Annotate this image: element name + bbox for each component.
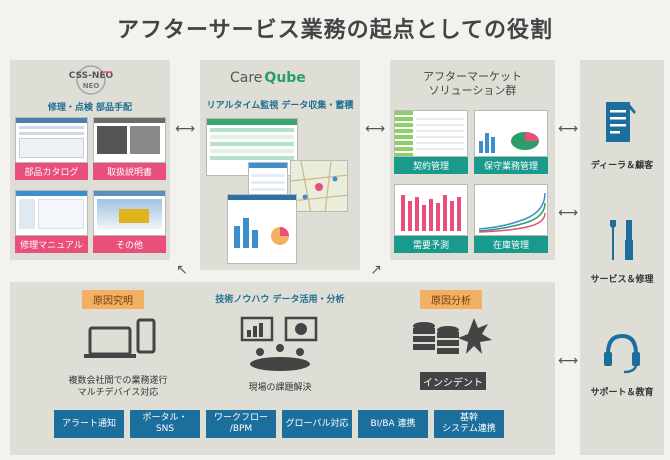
- core-system-integration-button[interactable]: 基幹 システム連携: [434, 410, 504, 438]
- forecast-screenshot: [394, 184, 468, 236]
- headset-icon: [602, 330, 642, 374]
- svg-text:NEO: NEO: [83, 82, 100, 90]
- maintenance-screenshot: [474, 110, 548, 157]
- multi-device-line2: マルチデバイス対応: [77, 388, 159, 398]
- btn-portal-line1: ポータル・: [142, 413, 188, 423]
- manual-screenshot: [93, 117, 166, 163]
- btn-workflow-line2: /BPM: [229, 424, 253, 434]
- contract-screenshot: [394, 110, 468, 157]
- onsite-solve-text: 現場の課題解決: [248, 383, 312, 393]
- center-panel-heading: リアルタイム監視 データ収集・蓄積: [206, 101, 354, 111]
- tile-repair-manual[interactable]: 修理マニュアル: [15, 236, 88, 253]
- page-title: アフターサービス業務の起点としての役割: [117, 18, 553, 43]
- bi-ba-integration-button[interactable]: BI/BA 連携: [358, 410, 428, 438]
- side-label-dealer-customer: ディーラ＆顧客: [590, 161, 654, 171]
- btn-alert-line1: アラート通知: [61, 418, 116, 429]
- logo-text: CSS-NEO: [69, 71, 114, 81]
- repair-manual-screenshot: [15, 190, 88, 236]
- side-label-support-education: サポート＆教育: [590, 388, 654, 398]
- tile-maintenance-management[interactable]: 保守業務管理: [474, 157, 548, 174]
- inventory-screenshot: [474, 184, 548, 236]
- tile-contract-management[interactable]: 契約管理: [394, 157, 468, 174]
- tile-instruction-manual[interactable]: 取扱説明書: [93, 163, 166, 180]
- meeting-icon: [238, 314, 322, 374]
- btn-workflow-line1: ワークフロー: [213, 413, 268, 423]
- left-panel-heading: 修理・点検 部品手配: [47, 103, 133, 113]
- tile-other[interactable]: その他: [93, 236, 166, 253]
- careqube-logo: Care Qube: [230, 66, 340, 90]
- arrow-up-right: ↗: [370, 262, 382, 278]
- btn-biba-line1: BI/BA 連携: [370, 418, 416, 429]
- right-heading-line2: ソリューション群: [428, 84, 517, 97]
- workflow-bpm-button[interactable]: ワークフロー /BPM: [206, 410, 276, 438]
- tile-demand-forecast[interactable]: 需要予測: [394, 236, 468, 253]
- logo-qube: Qube: [264, 70, 306, 86]
- global-support-button[interactable]: グローバル対応: [282, 410, 352, 438]
- arrow-up-left: ↖: [176, 262, 188, 278]
- laptop-phone-icon: [82, 318, 162, 362]
- alert-notification-button[interactable]: アラート通知: [54, 410, 124, 438]
- incident-badge: インシデント: [420, 372, 486, 390]
- parts-catalog-screenshot: [15, 117, 88, 163]
- multi-device-text: 複数会社間での業務遂行 マルチデバイス対応: [58, 375, 178, 399]
- arrow-center-right: ⟷: [364, 121, 386, 137]
- arrow-right-side-3: ⟷: [557, 353, 579, 369]
- btn-core-line2: システム連携: [442, 424, 496, 434]
- database-alert-icon: [410, 316, 494, 364]
- logo-care: Care: [230, 70, 263, 86]
- right-heading-line1: アフターマーケット: [423, 70, 522, 83]
- portal-sns-button[interactable]: ポータル・ SNS: [130, 410, 200, 438]
- cause-investigation-badge: 原因究明: [82, 290, 144, 309]
- document-icon: [604, 98, 638, 148]
- tools-icon: [604, 218, 638, 264]
- css-neo-logo: CSS-NEO NEO: [66, 64, 116, 96]
- btn-core-line1: 基幹: [459, 413, 478, 423]
- map-screenshot: [290, 160, 348, 212]
- side-label-service-repair: サービス＆修理: [590, 275, 654, 285]
- other-screenshot: [93, 190, 166, 236]
- multi-device-line1: 複数会社間での業務遂行: [68, 376, 168, 386]
- arrow-left-center: ⟷: [174, 121, 196, 137]
- btn-global-line1: グローバル対応: [285, 418, 349, 429]
- dashboard-screenshot: [227, 194, 297, 264]
- btn-portal-line2: SNS: [155, 424, 175, 434]
- right-panel-heading: アフターマーケット ソリューション群: [390, 70, 555, 98]
- cause-analysis-badge: 原因分析: [420, 290, 482, 309]
- tile-parts-catalog[interactable]: 部品カタログ: [15, 163, 88, 180]
- arrow-right-side-2: ⟷: [557, 205, 579, 221]
- bottom-panel-heading: 技術ノウハウ データ活用・分析: [215, 295, 345, 305]
- arrow-right-side-1: ⟷: [557, 121, 579, 137]
- tile-inventory-management[interactable]: 在庫管理: [474, 236, 548, 253]
